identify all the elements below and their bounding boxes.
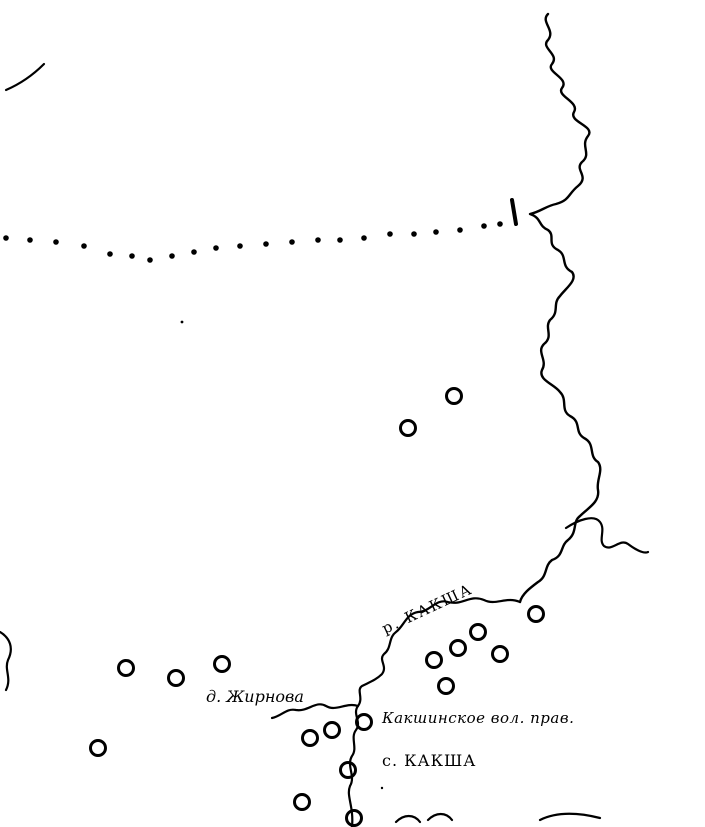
boundary-dot bbox=[53, 239, 59, 245]
map-stroke-bottom bbox=[394, 812, 602, 824]
settlement-marker bbox=[469, 623, 487, 641]
village-kaksha-label: с. КАКША bbox=[382, 751, 476, 770]
kaksha-river bbox=[347, 597, 522, 827]
map-dot bbox=[380, 786, 384, 790]
settlement-marker bbox=[301, 729, 319, 747]
settlement-marker bbox=[167, 669, 185, 687]
map-stroke-left-edge bbox=[0, 630, 12, 692]
boundary-dot bbox=[129, 253, 135, 259]
settlement-marker bbox=[117, 659, 135, 677]
boundary-dot bbox=[337, 237, 343, 243]
map-stroke-top-left bbox=[4, 62, 46, 92]
boundary-dot bbox=[237, 243, 243, 249]
village-zhirnova-label: д. Жирнова bbox=[206, 687, 304, 706]
boundary-dot bbox=[433, 229, 439, 235]
boundary-dot bbox=[361, 235, 367, 241]
river-kaksha-label: р. КАКША bbox=[379, 580, 476, 638]
boundary-dot bbox=[169, 253, 175, 259]
settlement-marker bbox=[437, 677, 455, 695]
boundary-dot bbox=[481, 223, 487, 229]
settlement-marker bbox=[491, 645, 509, 663]
settlement-marker bbox=[449, 639, 467, 657]
settlement-marker bbox=[425, 651, 443, 669]
settlement-marker bbox=[213, 655, 231, 673]
boundary-dot bbox=[147, 257, 153, 263]
settlement-marker bbox=[323, 721, 341, 739]
boundary-dot bbox=[27, 237, 33, 243]
settlement-marker bbox=[293, 793, 311, 811]
boundary-dot bbox=[289, 239, 295, 245]
settlement-marker bbox=[355, 713, 373, 731]
boundary-dot bbox=[81, 243, 87, 249]
boundary-dot bbox=[387, 231, 393, 237]
boundary-dot bbox=[3, 235, 9, 241]
boundary-dot bbox=[315, 237, 321, 243]
map-dot bbox=[180, 320, 184, 324]
settlement-marker bbox=[345, 809, 363, 827]
boundary-dot bbox=[497, 221, 503, 227]
eastern-river-line bbox=[518, 12, 602, 604]
dotted-boundary bbox=[3, 221, 503, 263]
boundary-dot bbox=[457, 227, 463, 233]
settlement-marker bbox=[399, 419, 417, 437]
eastern-tributary bbox=[564, 517, 650, 554]
settlement-marker bbox=[445, 387, 463, 405]
boundary-marker-glyph bbox=[510, 198, 518, 226]
settlement-marker bbox=[89, 739, 107, 757]
boundary-dot bbox=[213, 245, 219, 251]
boundary-dot bbox=[411, 231, 417, 237]
zhirnova-stream bbox=[270, 703, 360, 720]
boundary-dot bbox=[191, 249, 197, 255]
settlement-marker bbox=[339, 761, 357, 779]
boundary-dot bbox=[263, 241, 269, 247]
settlement-marker bbox=[527, 605, 545, 623]
boundary-dot bbox=[107, 251, 113, 257]
volost-office-label: Какшинское вол. прав. bbox=[381, 709, 574, 727]
settlement-markers bbox=[89, 387, 545, 827]
